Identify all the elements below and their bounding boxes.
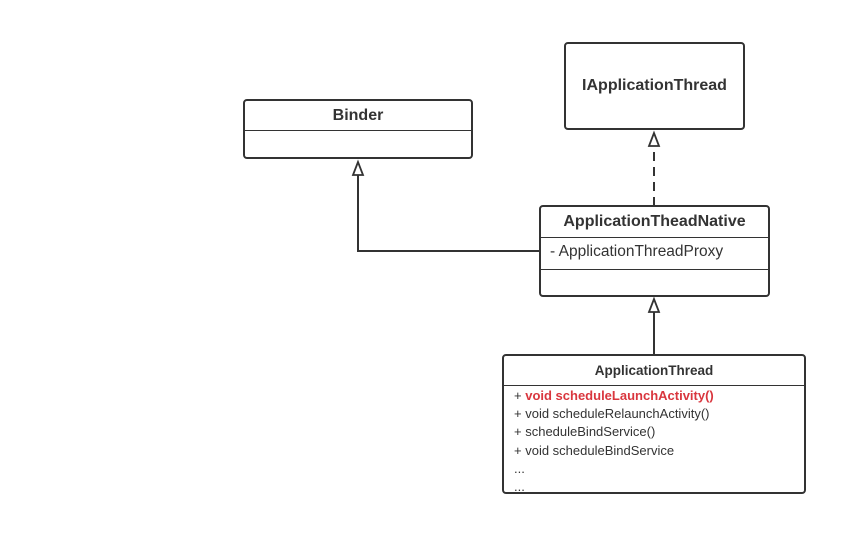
- class-application-thread[interactable]: ApplicationThread + void scheduleLaunchA…: [502, 354, 806, 494]
- class-application-thead-native-name: ApplicationTheadNative: [541, 207, 768, 238]
- method-visibility: +: [514, 406, 526, 422]
- interface-iapplication-thread-name: IApplicationThread: [582, 77, 727, 94]
- attribute-application-thread-proxy: - ApplicationThreadProxy: [550, 243, 724, 260]
- class-binder[interactable]: Binder: [243, 99, 473, 159]
- method-row: ...: [514, 460, 804, 478]
- method-visibility: +: [514, 388, 526, 403]
- interface-iapplication-thread[interactable]: IApplicationThread: [564, 42, 745, 130]
- inheritance-arrowhead-binder: [351, 159, 365, 176]
- class-binder-name: Binder: [245, 101, 471, 131]
- method-visibility: +: [514, 424, 526, 440]
- class-binder-body: [245, 131, 471, 157]
- method-row: + void scheduleLaunchActivity(): [514, 387, 804, 405]
- class-application-thread-methods: + void scheduleLaunchActivity() + void s…: [504, 386, 804, 496]
- method-row: + void scheduleBindService: [514, 442, 804, 460]
- method-row: ...: [514, 478, 804, 496]
- method-schedule-launch-activity: void scheduleLaunchActivity(): [525, 388, 714, 403]
- method-schedule-bind-service: scheduleBindService(): [525, 424, 656, 440]
- method-row: + void scheduleRelaunchActivity(): [514, 405, 804, 423]
- method-row: + scheduleBindService(): [514, 423, 804, 441]
- class-application-thead-native-attributes: - ApplicationThreadProxy: [541, 238, 768, 270]
- inheritance-line-native-to-binder: [357, 174, 540, 252]
- class-application-thread-name: ApplicationThread: [504, 356, 804, 386]
- method-ellipsis: ...: [514, 460, 525, 476]
- class-application-thead-native-methods: [541, 270, 768, 295]
- method-visibility: +: [514, 442, 526, 458]
- realization-arrowhead-iapplication-thread: [647, 130, 661, 147]
- method-ellipsis: ...: [514, 479, 525, 495]
- method-schedule-relaunch-activity: void scheduleRelaunchActivity(): [525, 406, 710, 422]
- inheritance-arrowhead-native: [647, 296, 661, 313]
- class-application-thead-native[interactable]: ApplicationTheadNative - ApplicationThre…: [539, 205, 770, 297]
- method-void-schedule-bind-service: void scheduleBindService: [525, 442, 675, 458]
